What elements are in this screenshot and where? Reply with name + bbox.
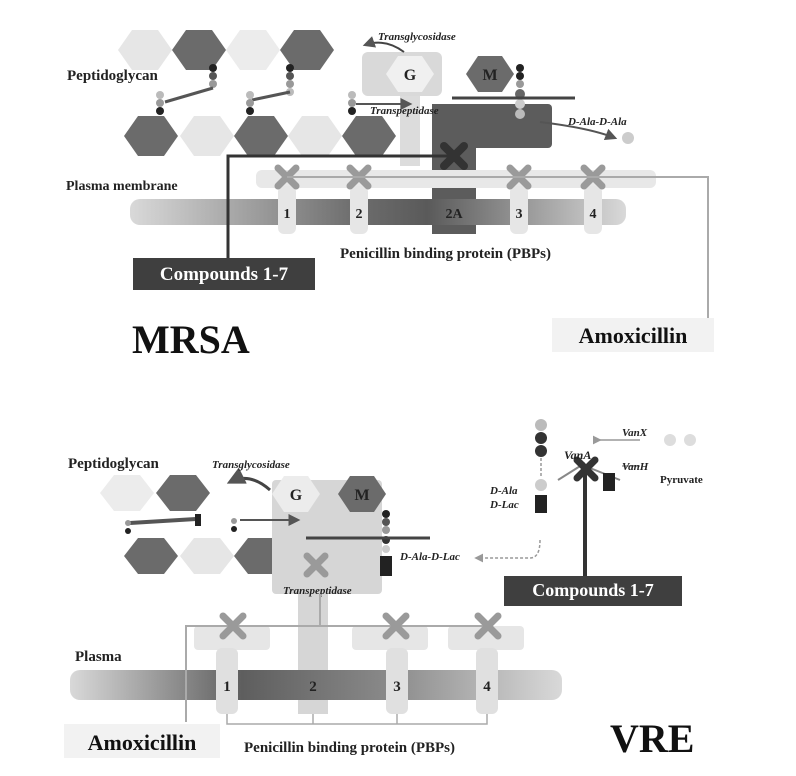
transpeptidase-label: Transpeptidase <box>370 105 439 117</box>
mrsa-title: MRSA <box>132 317 250 362</box>
peptide-chain <box>348 91 413 115</box>
transglycosidase-arrow <box>226 467 272 492</box>
dalac-arrow <box>474 539 541 563</box>
peptidoglycan-label: Peptidoglycan <box>67 68 158 84</box>
hexagon <box>124 538 178 574</box>
plasma-membrane-label: Plasma membrane <box>66 179 178 194</box>
vre-title: VRE <box>610 716 694 761</box>
pbp-shadow <box>400 96 420 166</box>
hexagon <box>180 538 234 574</box>
pbp-number: 1 <box>223 679 231 695</box>
hexagon <box>100 475 154 511</box>
inhibition-cross-icon <box>219 612 247 640</box>
hexagon <box>226 30 280 70</box>
transglycosidase-label: Transglycosidase <box>378 31 456 43</box>
dlac-label: D-Lac <box>489 499 519 511</box>
hexagon <box>288 116 342 156</box>
vana-pathway <box>535 419 696 582</box>
hexagon <box>180 116 234 156</box>
pbp-1 <box>278 186 296 234</box>
pyruvate-label: Pyruvate <box>660 474 703 486</box>
amoxicillin-label: Amoxicillin <box>88 730 197 755</box>
g-label: G <box>290 487 303 504</box>
amoxicillin-box <box>552 318 714 352</box>
peptide-chain <box>246 64 294 115</box>
peptide-chain <box>156 64 217 115</box>
hexagon <box>124 116 178 156</box>
plasma-membrane <box>130 199 626 225</box>
dala-label: D-Ala <box>489 485 518 497</box>
peptide-chain <box>452 64 634 144</box>
amoxicillin-label: Amoxicillin <box>579 323 688 348</box>
pbp-3 <box>386 648 408 714</box>
pbp-cap <box>448 626 524 650</box>
transpeptidase-label: Transpeptidase <box>283 585 352 597</box>
dala-dlac-label: D-Ala-D-Lac <box>399 551 460 563</box>
pbp-number: 3 <box>393 679 401 695</box>
peptidoglycan-label: Peptidoglycan <box>68 456 159 472</box>
amoxicillin-line <box>185 625 492 722</box>
peptide-chain <box>306 510 430 576</box>
pbp-2 <box>350 186 368 234</box>
m-sugar <box>466 56 514 92</box>
m-sugar <box>338 476 386 512</box>
g-sugar <box>272 476 320 512</box>
hexagon <box>234 116 288 156</box>
g-sugar <box>386 56 434 92</box>
vanh-label: VanH <box>622 461 649 473</box>
peptide-chain <box>231 514 301 532</box>
vana-cross-icon <box>573 456 599 482</box>
m-label: M <box>482 67 497 84</box>
pbp-caption: Penicillin binding protein (PBPs) <box>340 246 551 262</box>
pbp-number: 2 <box>356 207 363 222</box>
compounds-label: Compounds 1-7 <box>160 264 289 285</box>
pbp-number: 2A <box>445 207 463 222</box>
compounds-box <box>133 258 315 290</box>
pbp-caption: Penicillin binding protein (PBPs) <box>244 740 455 756</box>
peptide-chain <box>125 514 201 534</box>
pbp-1 <box>216 648 238 714</box>
plasma-label: Plasma <box>75 649 122 665</box>
pbp-number: 1 <box>284 207 291 222</box>
inhibition-cross-icon <box>303 552 329 578</box>
plasma-membrane <box>70 670 562 700</box>
vana-label: VanA <box>564 448 591 462</box>
dala-dala-label: D-Ala-D-Ala <box>567 116 627 128</box>
hexagon <box>280 30 334 70</box>
pbp-number: 3 <box>516 207 523 222</box>
inhibition-cross-icon <box>474 612 502 640</box>
m-label: M <box>354 487 369 504</box>
hexagon <box>172 30 226 70</box>
pbp-4 <box>476 648 498 714</box>
pbp-4 <box>584 186 602 234</box>
amoxicillin-line <box>287 176 709 318</box>
g-label: G <box>404 67 417 84</box>
transglycosidase-label: Transglycosidase <box>212 459 290 471</box>
pbp-number: 4 <box>483 679 491 695</box>
vre-panel: Peptidoglycan G M Transglycosidase <box>64 419 703 761</box>
inhibition-cross-icon <box>382 612 410 640</box>
hexagon <box>118 30 172 70</box>
amoxicillin-box <box>64 724 220 758</box>
hexagon <box>156 475 210 511</box>
transglycosidase-arrow <box>362 36 405 53</box>
pbp-cap <box>352 626 428 650</box>
compounds-line <box>226 154 454 258</box>
pbp-number: 2 <box>309 679 317 695</box>
pbp-bracket <box>226 714 488 725</box>
compounds-label: Compounds 1-7 <box>532 580 654 600</box>
mrsa-panel: G M Transglycosidase Transpeptidase D-Al… <box>66 30 714 362</box>
compounds-box <box>504 576 682 606</box>
pbp-3 <box>510 186 528 234</box>
pbp-cap <box>194 626 270 650</box>
vanx-label: VanX <box>622 427 648 439</box>
hexagon <box>342 116 396 156</box>
pbp-number: 4 <box>590 207 597 222</box>
